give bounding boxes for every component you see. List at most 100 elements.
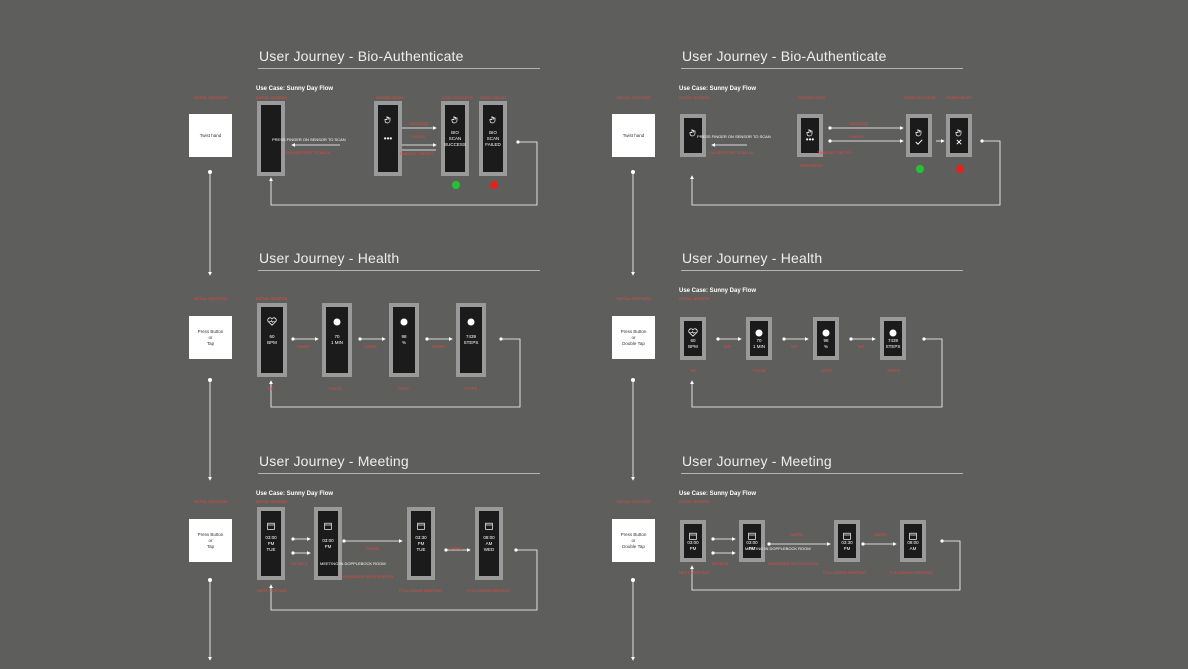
- fail-status-dot: [956, 165, 964, 173]
- device-scan-failed: [946, 114, 972, 157]
- scan-success-label: SCAN SUCCESS: [904, 95, 936, 100]
- circle-icon: [889, 324, 897, 342]
- timeout-label: TIMEOUT / RETRY: [399, 151, 434, 156]
- calendar-icon: [417, 517, 425, 535]
- ellipsis-icon: •••: [805, 134, 815, 144]
- calendar-icon: [748, 527, 756, 545]
- initial-screen-label: INITIAL SCREEN: [256, 95, 288, 100]
- hand-pointer-icon: [489, 111, 497, 129]
- screen-caption: PULSE: [329, 386, 343, 391]
- success-arrow-label: SUCCESS: [409, 121, 429, 126]
- scan-success-label: SCAN SUCCESS: [441, 95, 473, 100]
- gesture-label: INITIAL GESTURE: [617, 95, 651, 100]
- gesture-label: INITIAL GESTURE: [194, 296, 228, 301]
- title-underline: [681, 473, 963, 474]
- transition-label: SWIPE: [790, 532, 803, 537]
- reminder-label: REMINDER NOTIFICATION: [343, 574, 394, 579]
- circle-icon: [822, 324, 830, 342]
- device-meeting-next: 03:00 PM: [680, 520, 706, 562]
- use-case-label: Use Case: Sunny Day Flow: [256, 491, 334, 497]
- device-finger-scan: •••: [797, 114, 823, 157]
- ellipsis-icon: •••: [383, 133, 393, 143]
- circle-icon: [333, 313, 341, 331]
- gesture-box: Twist hand: [189, 114, 232, 157]
- device-health-pulse: 70 1 MIN: [322, 303, 352, 377]
- device-health-hr: 60 BPM: [680, 317, 706, 360]
- calendar-icon: [324, 517, 332, 535]
- transition-label: SWIPE: [297, 344, 310, 349]
- device-health-pulse: 70 1 MIN: [746, 317, 772, 360]
- device-health-spo2: 98 %: [813, 317, 839, 360]
- screen-caption: STEPS: [464, 386, 478, 391]
- transition-label: SWIPE: [874, 532, 887, 537]
- screen-caption: PULSE: [753, 368, 767, 373]
- heart-rate-icon: [688, 324, 698, 342]
- meeting-section-title: User Journey - Meeting: [259, 453, 409, 469]
- hand-pointer-icon: [955, 124, 963, 142]
- transition-label: TAP: [857, 344, 865, 349]
- device-meeting-following: 03:30 PM: [834, 520, 860, 562]
- hand-pointer-icon: [915, 124, 923, 142]
- transition-label: SWIPE: [432, 344, 445, 349]
- hand-pointer-icon: [806, 124, 814, 142]
- gesture-label: INITIAL GESTURE: [617, 499, 651, 504]
- device-meeting-following: 08:00 AM: [900, 520, 926, 562]
- initial-screen-label: INITIAL SCREEN: [679, 499, 711, 504]
- title-underline: [258, 68, 540, 69]
- circle-icon: [400, 313, 408, 331]
- success-arrow-label: SUCCESS: [849, 121, 869, 126]
- hand-pointer-icon: [689, 124, 697, 142]
- details-label: DETAILS: [291, 561, 308, 566]
- gesture-label: INITIAL GESTURE: [617, 296, 651, 301]
- health-section-title: User Journey - Health: [682, 250, 823, 266]
- gesture-label: INITIAL GESTURE: [194, 95, 228, 100]
- success-status-dot: [452, 181, 460, 189]
- device-scan-success: BIO SCAN SUCCESS: [441, 101, 469, 176]
- cross-icon: [956, 132, 962, 150]
- gesture-box: Twist hand: [612, 114, 655, 157]
- initial-screen-label: INITIAL SCREEN: [256, 296, 288, 301]
- screen-caption: HR: [268, 386, 274, 391]
- gesture-text: Twist hand: [199, 132, 222, 138]
- fail-arrow-label: FAILED: [411, 134, 425, 139]
- title-underline: [681, 270, 963, 271]
- screen-caption: FOLLOWING MEETING: [467, 588, 511, 593]
- screen-caption: NEXT MEETING: [679, 570, 709, 575]
- device-scan-failed: BIO SCAN FAILED: [479, 101, 507, 176]
- fail-arrow-label: FAILED: [850, 134, 864, 139]
- device-health-steps: 7439 STEPS: [880, 317, 906, 360]
- device-initial-screen: [680, 114, 706, 157]
- device-finger-scan: •••: [374, 101, 402, 176]
- gesture-box: Press Button or Tap: [189, 519, 232, 562]
- scan-prompt: PRESS FINGER ON SENSOR TO SCAN: [272, 137, 346, 142]
- device-meeting-following: 08:00 AM WED: [475, 507, 503, 580]
- title-underline: [258, 270, 540, 271]
- screen-caption: FOLLOWING MEETING: [890, 570, 934, 575]
- device-health-spo2: 98 %: [389, 303, 419, 377]
- gesture-box: Press Button or Double Tap: [612, 316, 655, 359]
- device-meeting-details: 03:00 PM: [314, 507, 342, 580]
- use-case-label: Use Case: Sunny Day Flow: [256, 86, 334, 92]
- title-underline: [681, 68, 963, 69]
- transition-label: TAP: [790, 344, 798, 349]
- initial-screen-label: INITIAL SCREEN: [256, 499, 288, 504]
- hand-pointer-icon: [451, 111, 459, 129]
- transition-label: SWIPE: [364, 344, 377, 349]
- check-icon: [915, 132, 923, 150]
- use-case-label: Use Case: Sunny Day Flow: [679, 288, 757, 294]
- hand-pointer-icon: [384, 111, 392, 129]
- finger-scan-label: FINGER SCAN: [376, 95, 404, 100]
- meeting-room-text: MEETING IN DOPPLEBOCK ROOM: [745, 546, 811, 551]
- use-case-label: Use Case: Sunny Day Flow: [679, 491, 757, 497]
- device-health-hr: 60 BPM: [257, 303, 287, 377]
- screen-caption: SPO2: [398, 386, 409, 391]
- device-initial-screen: [257, 101, 285, 176]
- transition-label: SWIPE: [449, 546, 462, 551]
- gesture-label: INITIAL GESTURE: [194, 499, 228, 504]
- screen-caption: NEXT MEETING: [257, 588, 287, 593]
- prompt-sub-label: FINGERPRINT SCAN UI: [286, 150, 331, 155]
- screen-caption: STEPS: [887, 368, 901, 373]
- title-underline: [258, 473, 540, 474]
- calendar-icon: [909, 527, 917, 545]
